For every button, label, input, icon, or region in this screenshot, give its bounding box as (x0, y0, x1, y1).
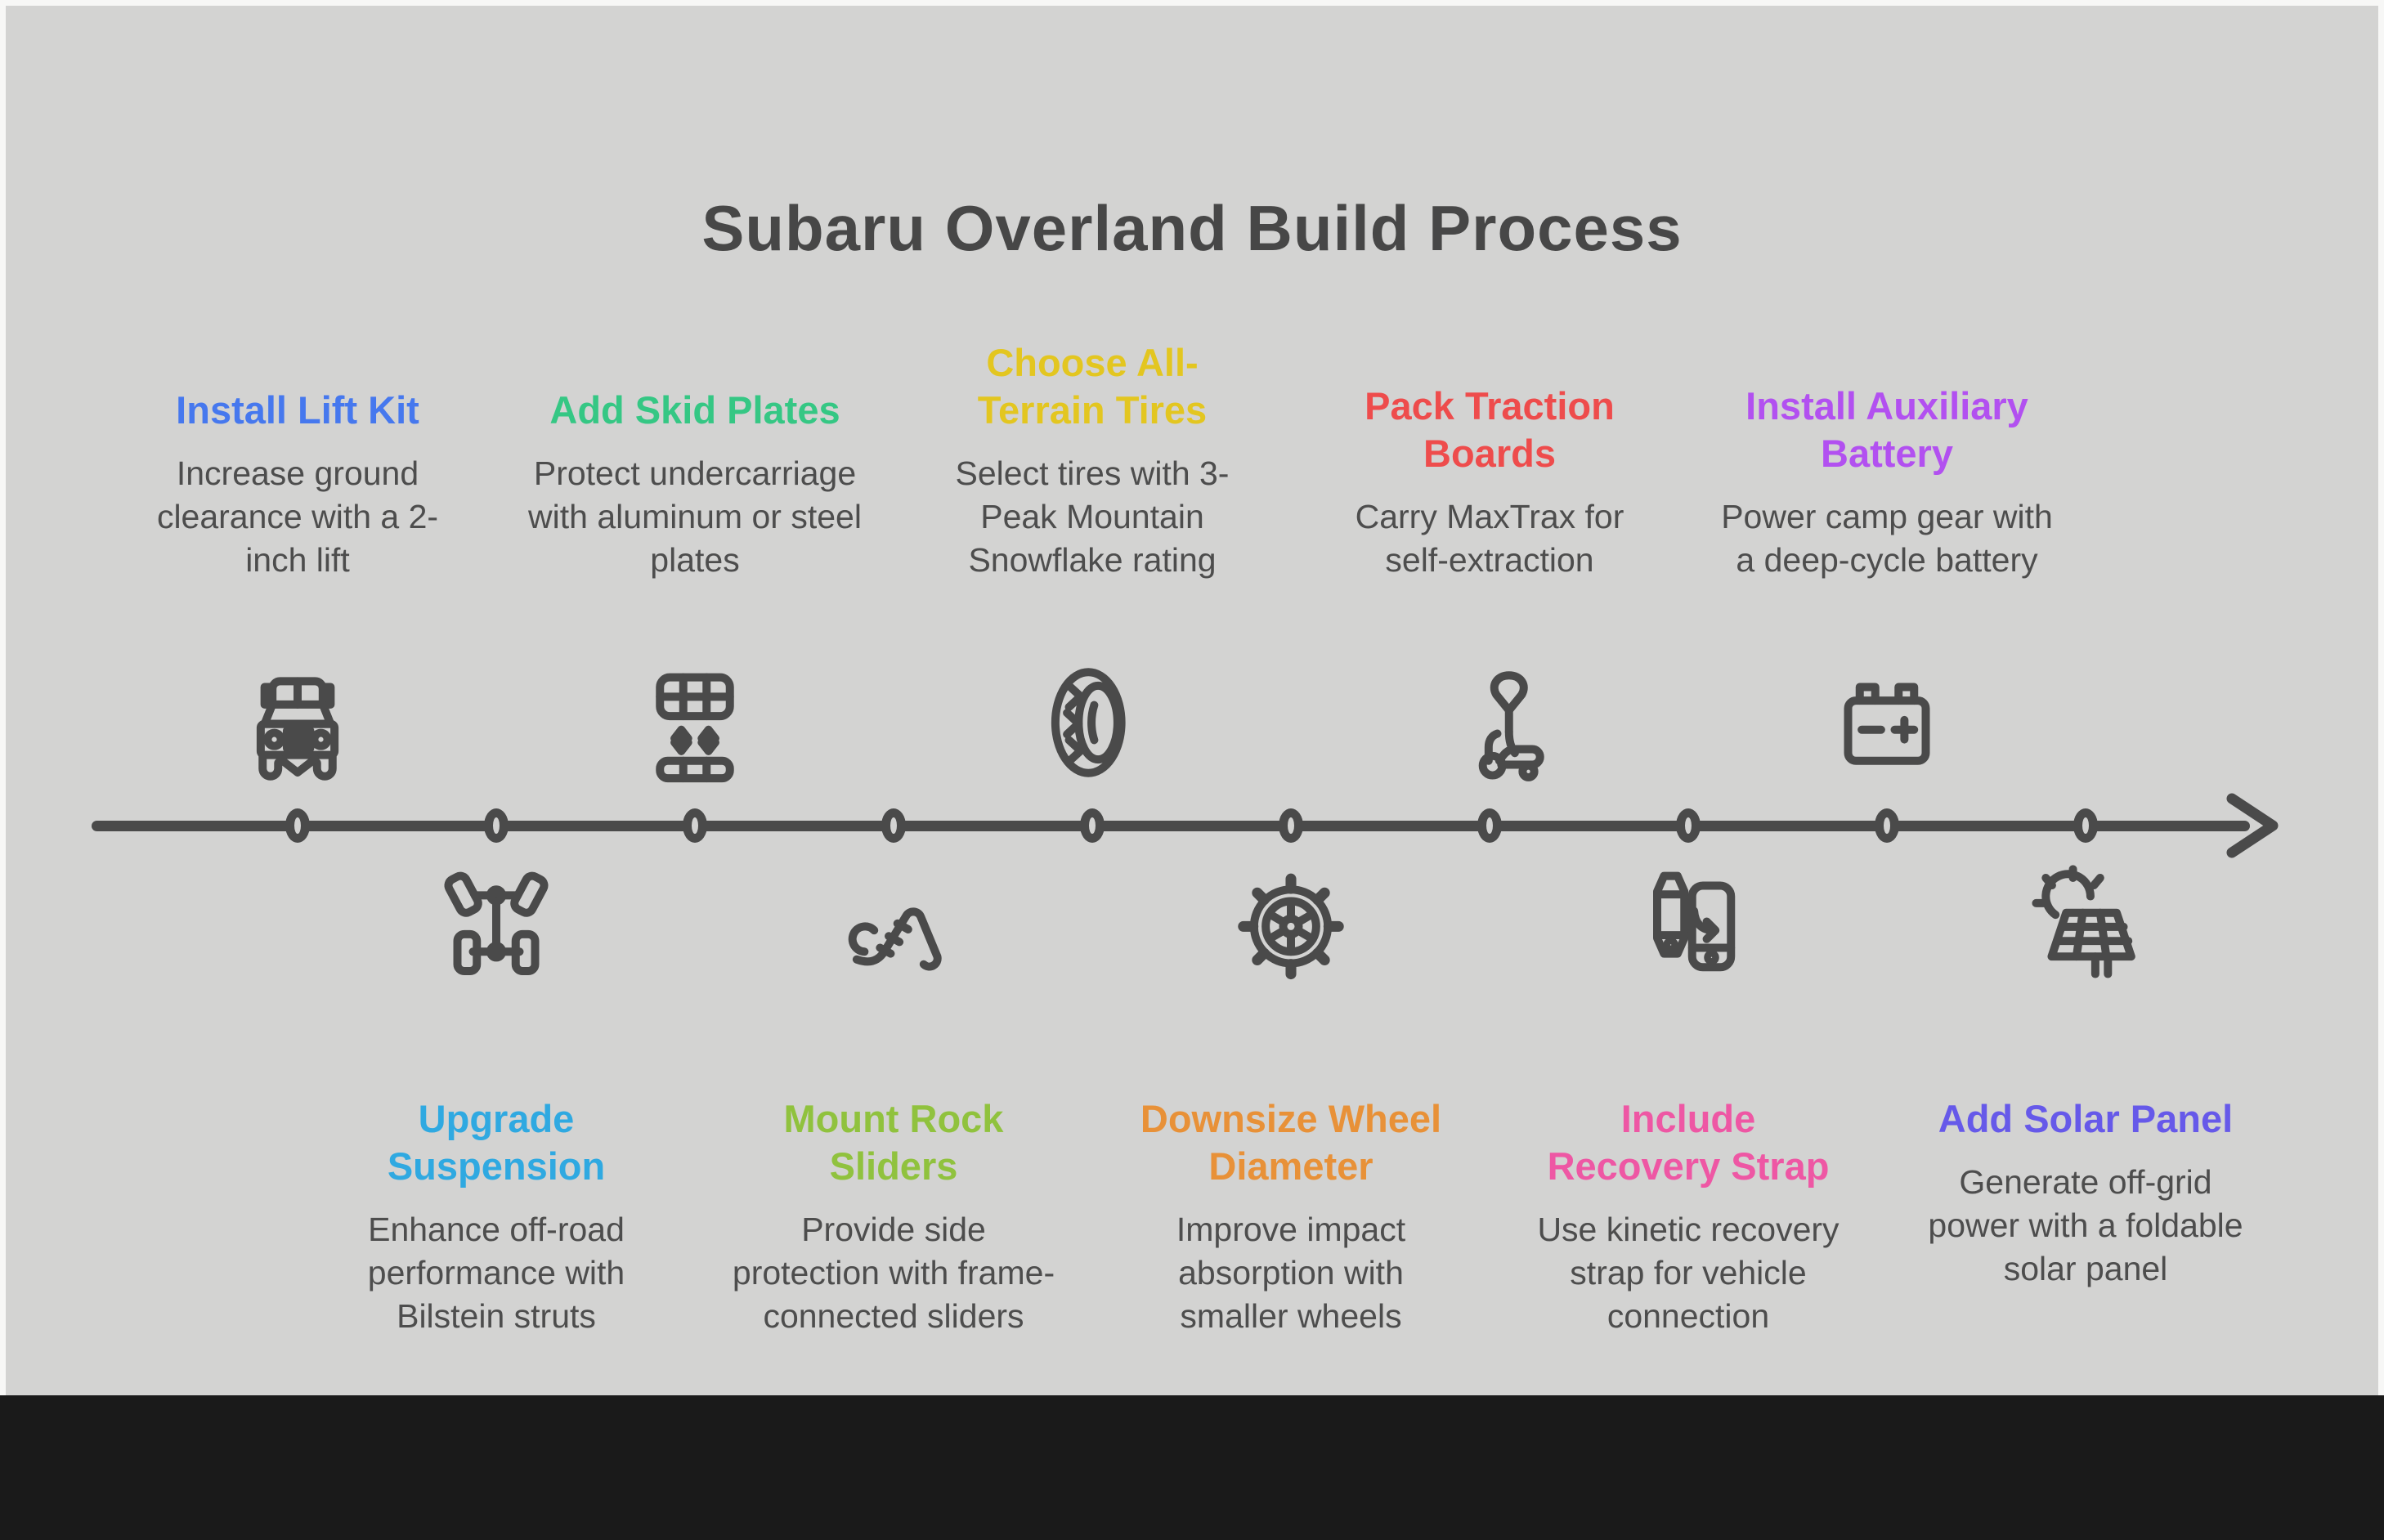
step-description: Enhance off-road performance with Bilste… (367, 1211, 625, 1335)
step-title: Choose All-Terrain Tires (977, 341, 1208, 432)
arrow-right-icon (2220, 790, 2291, 865)
timeline-node-9 (1875, 808, 1899, 843)
step-description: Improve impact absorption with smaller w… (1176, 1211, 1406, 1335)
step-title: Upgrade Suspension (387, 1097, 606, 1188)
timeline-line (92, 821, 2250, 831)
step-title: Install Auxiliary Battery (1745, 384, 2028, 475)
timeline-node-1 (285, 808, 310, 843)
step-title: Mount Rock Sliders (783, 1097, 1004, 1188)
step-description: Carry MaxTrax for self-extraction (1355, 498, 1624, 579)
page-title: Subaru Overland Build Process (701, 192, 1683, 265)
step-description: Use kinetic recovery strap for vehicle c… (1537, 1211, 1840, 1335)
step-title: Include Recovery Strap (1547, 1097, 1830, 1188)
step-title: Install Lift Kit (176, 388, 419, 432)
step-include-recovery-strap: Include Recovery Strap Use kinetic recov… (1508, 1095, 1868, 1338)
gear-wheel-icon (1226, 859, 1356, 990)
step-title: Add Solar Panel (1938, 1097, 2234, 1140)
bottom-black-band (0, 1395, 2384, 1540)
step-install-auxiliary-battery: Install Auxiliary Battery Power camp gea… (1707, 296, 2067, 582)
skid-plates-icon (630, 660, 760, 791)
timeline-node-2 (484, 808, 509, 843)
step-upgrade-suspension: Upgrade Suspension Enhance off-road perf… (316, 1095, 676, 1338)
step-description: Generate off-grid power with a foldable … (1928, 1163, 2243, 1287)
step-choose-all-terrain-tires: Choose All-Terrain Tires Select tires wi… (912, 296, 1272, 582)
slide-background (6, 6, 2378, 1395)
car-battery-icon (1822, 660, 1952, 791)
suv-front-icon (232, 660, 363, 791)
timeline-node-7 (1477, 808, 1502, 843)
timeline-node-10 (2073, 808, 2098, 843)
step-description: Increase ground clearance with a 2-inch … (156, 454, 439, 579)
step-title: Add Skid Plates (549, 388, 840, 432)
step-add-solar-panel: Add Solar Panel Generate off-grid power … (1906, 1095, 2265, 1291)
step-description: Provide side protection with frame-conne… (732, 1211, 1055, 1335)
timeline-node-5 (1080, 808, 1105, 843)
timeline-node-6 (1279, 808, 1303, 843)
axle-suspension-icon (431, 859, 562, 990)
step-description: Power camp gear with a deep-cycle batter… (1721, 498, 2053, 579)
timeline-node-8 (1676, 808, 1701, 843)
timeline-node-4 (881, 808, 906, 843)
rock-slider-icon (828, 859, 959, 990)
tire-icon (1027, 657, 1158, 788)
step-description: Select tires with 3-Peak Mountain Snowfl… (955, 454, 1230, 579)
solar-panel-icon (2020, 859, 2151, 990)
watch-phone-sync-icon (1623, 859, 1754, 990)
pallet-jack-icon (1424, 660, 1555, 791)
step-pack-traction-boards: Pack Traction Boards Carry MaxTrax for s… (1310, 296, 1669, 582)
step-title: Downsize Wheel Diameter (1140, 1097, 1442, 1188)
step-add-skid-plates: Add Skid Plates Protect undercarriage wi… (515, 296, 875, 582)
step-mount-rock-sliders: Mount Rock Sliders Provide side protecti… (714, 1095, 1073, 1338)
step-description: Protect undercarriage with aluminum or s… (528, 454, 862, 579)
step-install-lift-kit: Install Lift Kit Increase ground clearan… (118, 296, 477, 582)
timeline-node-3 (683, 808, 707, 843)
step-title: Pack Traction Boards (1365, 384, 1615, 475)
step-downsize-wheel-diameter: Downsize Wheel Diameter Improve impact a… (1111, 1095, 1471, 1338)
